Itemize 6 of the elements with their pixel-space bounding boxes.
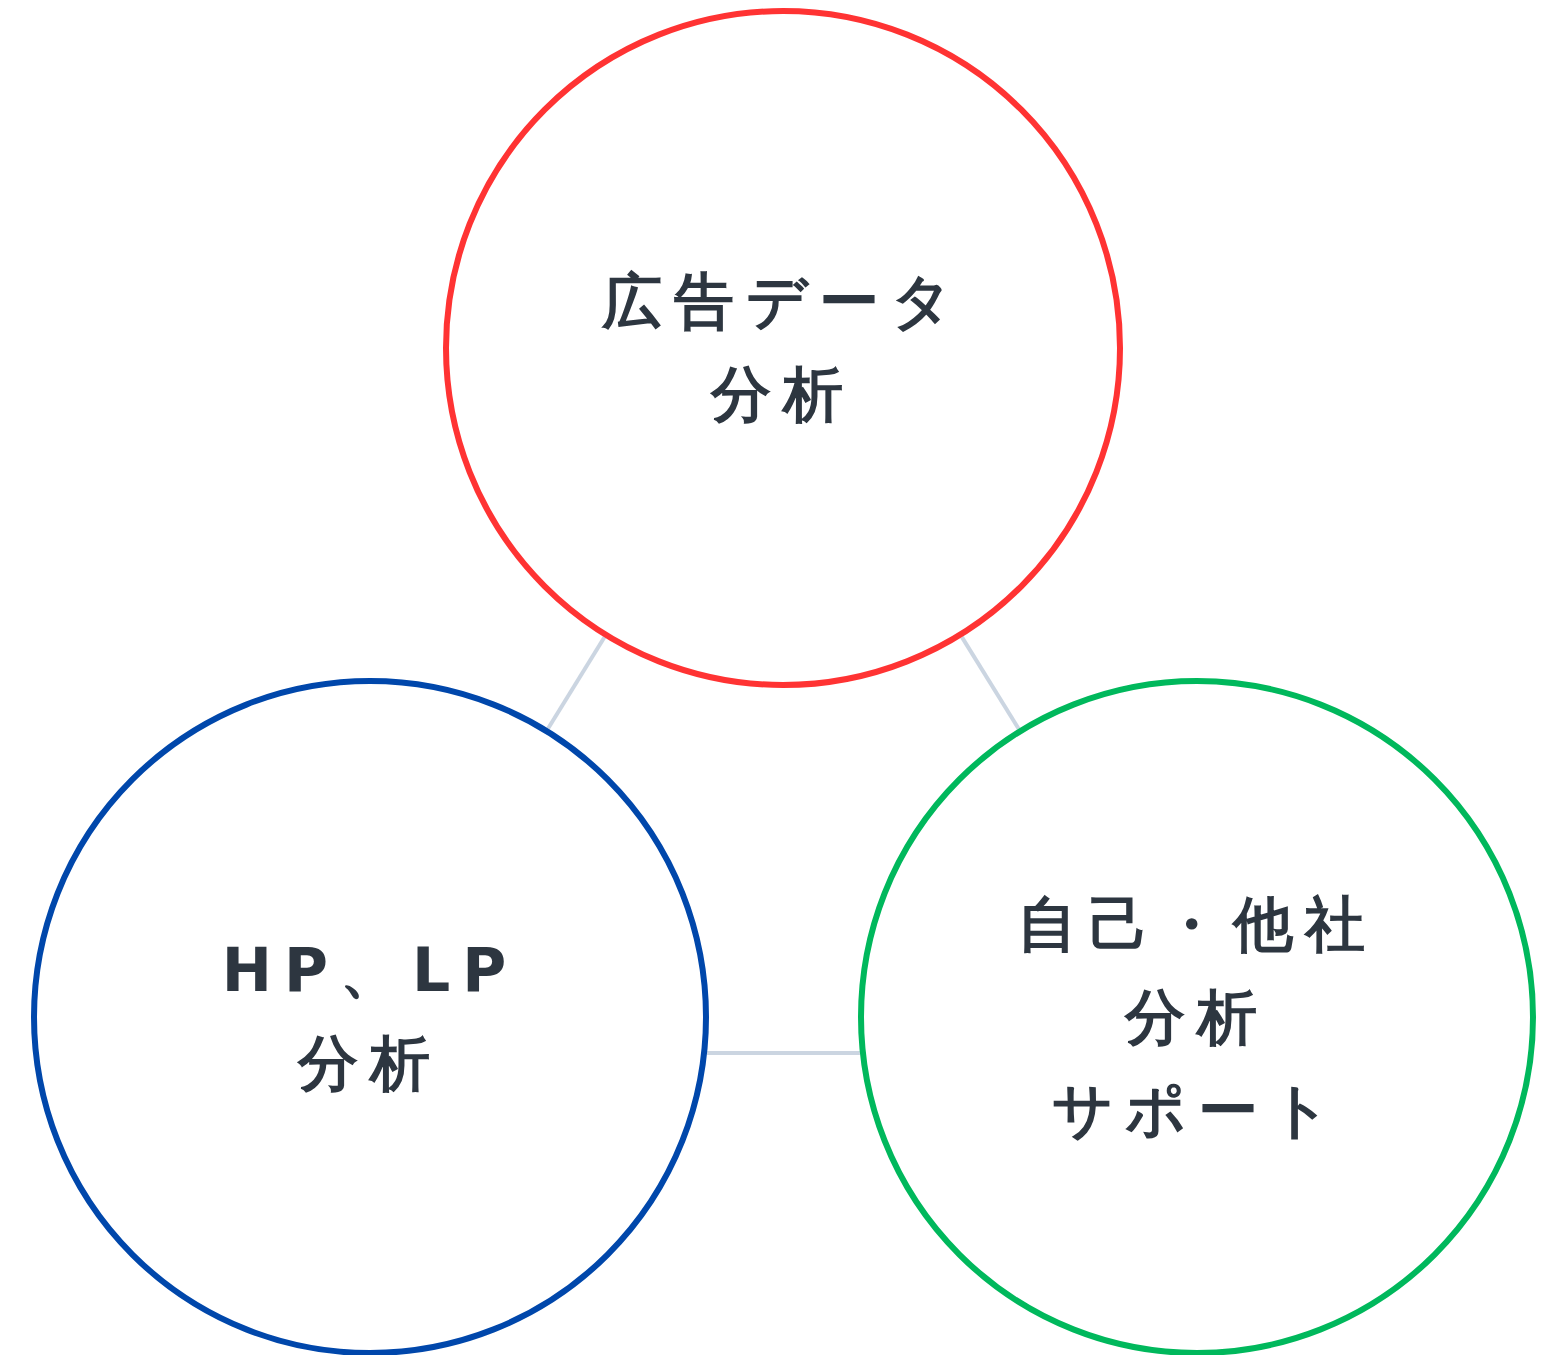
circle-label: HP、LP分析 [221, 934, 519, 1100]
connector-line [960, 636, 1021, 730]
circle-label: 自己・他社分析サポート [1017, 887, 1377, 1147]
connector-line [707, 1051, 860, 1055]
circle-label: 広告データ分析 [602, 265, 964, 431]
connector-line [546, 636, 607, 730]
